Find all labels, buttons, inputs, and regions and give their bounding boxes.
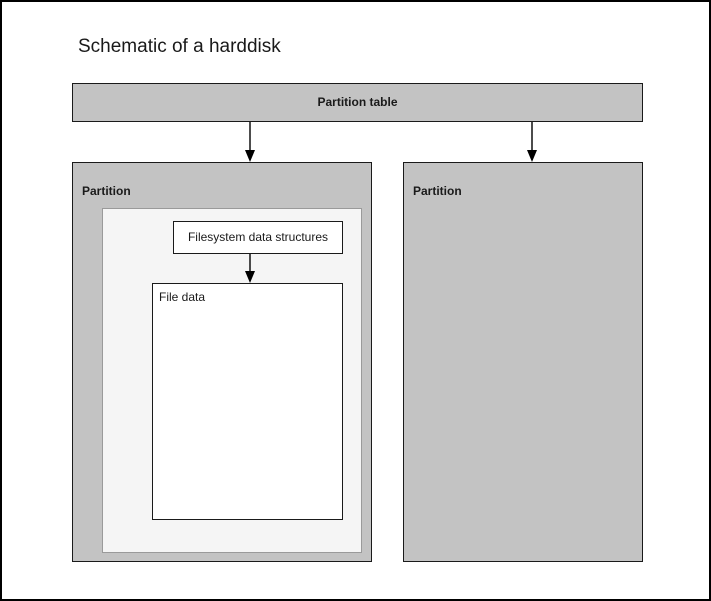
partition-label-1: Partition xyxy=(82,184,131,198)
file-data-block[interactable]: File data xyxy=(152,283,343,520)
filesystem-data-structures-block[interactable]: Filesystem data structures xyxy=(173,221,343,254)
partition-table-block[interactable]: Partition table xyxy=(72,83,643,122)
page-title: Schematic of a harddisk xyxy=(78,36,281,57)
partition-label-2: Partition xyxy=(413,184,462,198)
filesystem-data-structures-label: Filesystem data structures xyxy=(187,230,329,244)
arrow-filesystem-structures-to-file-data xyxy=(245,254,255,283)
arrow-partition-table-to-partition-2 xyxy=(527,122,537,162)
file-data-label: File data xyxy=(159,290,206,304)
partition-table-label: Partition table xyxy=(317,95,398,109)
partition-block-2[interactable]: Partition xyxy=(403,162,643,562)
arrow-partition-table-to-partition-1 xyxy=(245,122,255,162)
